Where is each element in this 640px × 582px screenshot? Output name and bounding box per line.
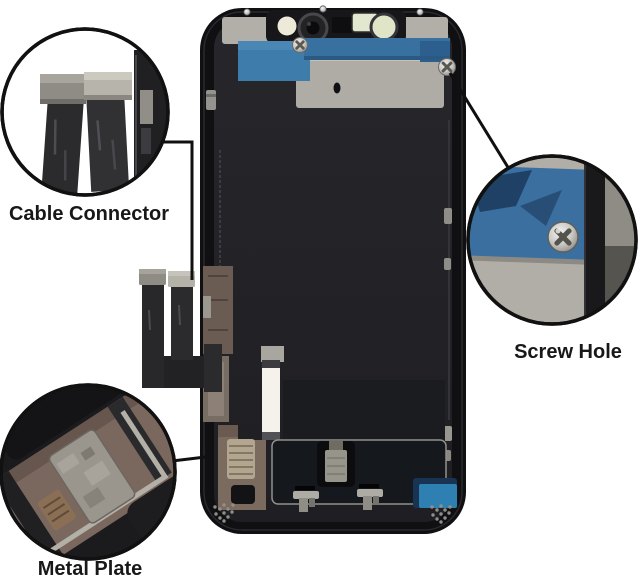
screw: [292, 37, 308, 53]
flex-cable-a: [142, 284, 164, 388]
sensor-window: [277, 16, 297, 36]
bottom-clip: [357, 484, 383, 510]
edge-clip: [443, 426, 452, 441]
leader-line-cable-connector: [162, 140, 194, 280]
bracket-cutout: [231, 485, 255, 504]
screw: [416, 8, 424, 16]
chip-tab: [329, 441, 343, 450]
lens-glint: [307, 22, 311, 26]
edge-clip: [444, 208, 452, 224]
screw: [319, 5, 327, 13]
edge-clip: [444, 258, 451, 270]
screw-zoomed: [547, 221, 579, 253]
lcd-connector-block: [203, 266, 233, 422]
bottom-plate: [271, 439, 447, 505]
proximity-sensor: [332, 17, 352, 33]
ambient-sensor: [369, 12, 399, 42]
screw-hole-callout: [466, 154, 638, 326]
cable-connector-label: Cable Connector: [8, 203, 170, 225]
lower-cover: [283, 380, 445, 442]
metal-plate-callout: [0, 383, 177, 561]
copper-connector-zoomed: [37, 489, 76, 531]
cable-connector-callout: [0, 27, 170, 197]
speaker-grille-dots: [213, 503, 452, 524]
camera-module: [266, 10, 406, 44]
flex-cable-b: [171, 286, 193, 360]
phone-assembly: [139, 5, 466, 534]
metal-plate-zoom-view: [1, 385, 175, 559]
bottom-clip: [293, 486, 319, 512]
metal-plate-label: Metal Plate: [37, 558, 143, 580]
leader-line-metal-plate: [171, 454, 215, 463]
edge-clip: [206, 90, 216, 110]
edge-clip-slot: [206, 94, 216, 97]
screw: [243, 8, 251, 16]
screw-hole-label: Screw Hole: [514, 341, 622, 363]
metal-plate-zoomed: [48, 429, 136, 524]
backlight-strip: [261, 346, 284, 440]
bottom-bracket: [218, 425, 266, 510]
adhesive-tape-bottom: [413, 478, 457, 508]
leader-line-screw-hole: [448, 72, 511, 170]
cable-connector-zoom-view: [40, 50, 168, 195]
screw-linked-to-callout: [438, 58, 456, 76]
mid-metal-plate: [296, 58, 444, 108]
mic-hole: [333, 82, 341, 94]
flex-cables: [139, 269, 222, 392]
